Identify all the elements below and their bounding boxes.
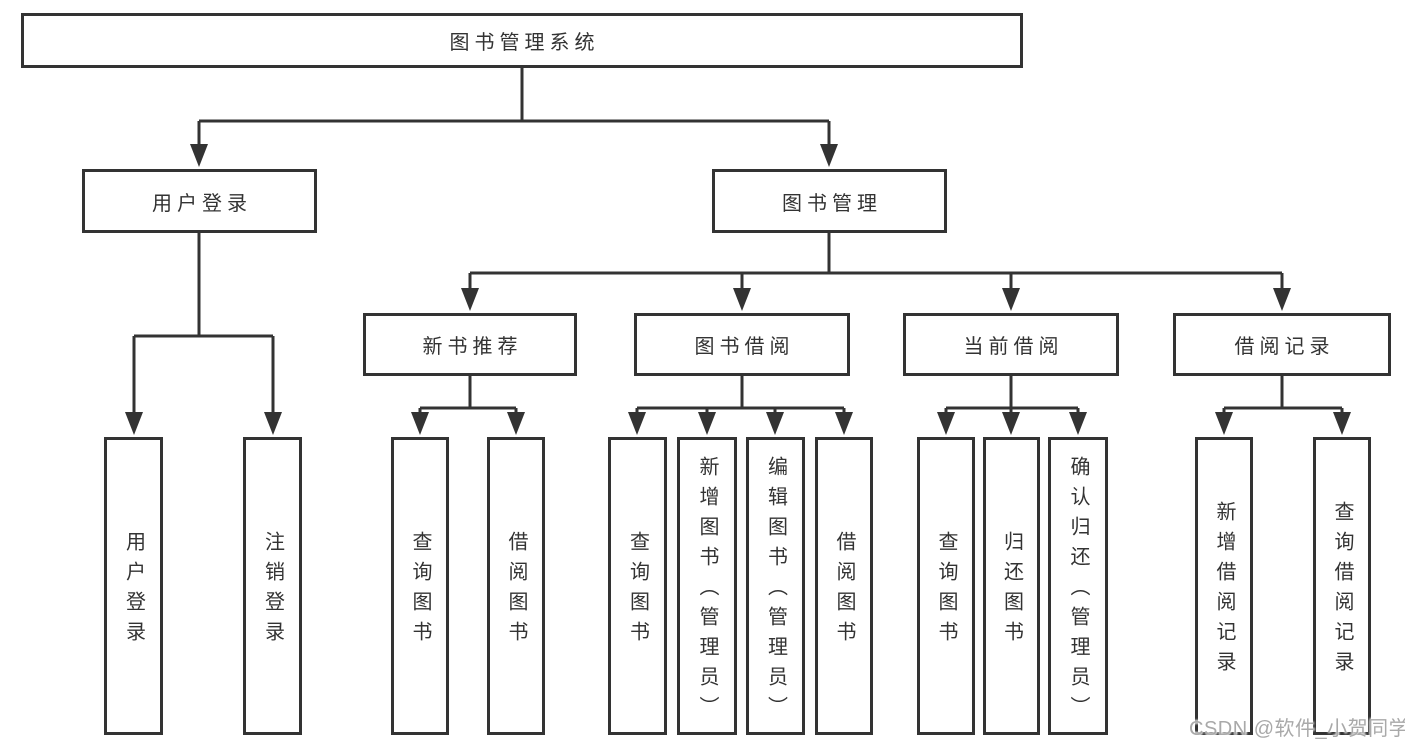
- node-label: 借阅图书: [505, 531, 527, 651]
- arrow-down-icon: [628, 412, 646, 435]
- arrow-down-icon: [766, 412, 784, 435]
- node-label: 查询图书: [409, 531, 431, 651]
- arrow-down-icon: [1333, 412, 1351, 435]
- leaf-query-books: 查询图书: [917, 437, 975, 735]
- connector-user-login-to-leaves: [132, 233, 275, 414]
- leaf-confirm-return-admin: 确认归还（管理员）: [1048, 437, 1108, 735]
- node-label: 用户登录: [122, 531, 145, 651]
- leaf-return-books: 归还图书: [983, 437, 1040, 735]
- arrow-down-icon: [125, 412, 143, 435]
- connector-current-borrowing-to-leaves: [944, 376, 1080, 414]
- arrow-down-icon: [1273, 288, 1291, 311]
- node-label: 图书管理系统: [449, 32, 600, 54]
- leaf-borrow-books: 借阅图书: [815, 437, 873, 735]
- arrow-down-icon: [264, 412, 282, 435]
- arrow-down-icon: [733, 288, 751, 311]
- arrowheads-group: [125, 144, 1351, 435]
- leaf-add-borrow-record: 新增借阅记录: [1195, 437, 1253, 735]
- node-label: 图书借阅: [694, 336, 795, 358]
- csdn-watermark: CSDN @软件_小贺同学: [1189, 718, 1405, 740]
- node-label: 借阅记录: [1234, 336, 1335, 358]
- leaf-user-login: 用户登录: [104, 437, 163, 735]
- arrow-down-icon: [835, 412, 853, 435]
- leaf-logout: 注销登录: [243, 437, 302, 735]
- node-label: 查询借阅记录: [1331, 501, 1353, 681]
- leaf-borrow-books: 借阅图书: [487, 437, 545, 735]
- node-label: 用户登录: [152, 192, 252, 215]
- node-book-borrowing: 图书借阅: [634, 313, 850, 376]
- node-book-management: 图书管理: [712, 169, 947, 233]
- connector-root-to-level2: [197, 68, 831, 150]
- arrow-down-icon: [1002, 412, 1020, 435]
- node-label: 确认归还（管理员）: [1067, 456, 1089, 726]
- node-label: 查询图书: [935, 531, 957, 651]
- arrow-down-icon: [1215, 412, 1233, 435]
- node-label: 当前借阅: [963, 336, 1064, 358]
- leaf-query-books: 查询图书: [608, 437, 667, 735]
- arrow-down-icon: [1002, 288, 1020, 311]
- arrow-down-icon: [698, 412, 716, 435]
- leaf-edit-books-admin: 编辑图书（管理员）: [746, 437, 805, 735]
- node-label: 归还图书: [1000, 531, 1023, 651]
- connector-book-borrowing-to-leaves: [635, 376, 846, 414]
- node-borrowing-records: 借阅记录: [1173, 313, 1391, 376]
- node-label: 图书管理: [782, 192, 882, 215]
- arrow-down-icon: [820, 144, 838, 167]
- arrow-down-icon: [411, 412, 429, 435]
- node-library-management-system: 图书管理系统: [21, 13, 1023, 68]
- node-new-book-recommend: 新书推荐: [363, 313, 577, 376]
- node-label: 借阅图书: [833, 531, 855, 651]
- arrow-down-icon: [1069, 412, 1087, 435]
- node-label: 新增图书（管理员）: [696, 456, 718, 726]
- connector-borrowing-records-to-leaves: [1222, 376, 1344, 414]
- connector-book-management-to-level3: [468, 233, 1284, 292]
- arrow-down-icon: [507, 412, 525, 435]
- leaf-add-books-admin: 新增图书（管理员）: [677, 437, 737, 735]
- node-label: 编辑图书（管理员）: [764, 456, 787, 726]
- connector-new-book-recommend-to-leaves: [418, 376, 518, 414]
- node-label: 新增借阅记录: [1213, 501, 1235, 681]
- arrow-down-icon: [461, 288, 479, 311]
- arrow-down-icon: [937, 412, 955, 435]
- node-label: 查询图书: [626, 531, 649, 651]
- leaf-query-books: 查询图书: [391, 437, 449, 735]
- node-label: 新书推荐: [422, 336, 523, 358]
- leaf-query-borrow-record: 查询借阅记录: [1313, 437, 1371, 735]
- node-user-login: 用户登录: [82, 169, 317, 233]
- node-label: 注销登录: [261, 531, 284, 651]
- node-current-borrowing: 当前借阅: [903, 313, 1119, 376]
- arrow-down-icon: [190, 144, 208, 167]
